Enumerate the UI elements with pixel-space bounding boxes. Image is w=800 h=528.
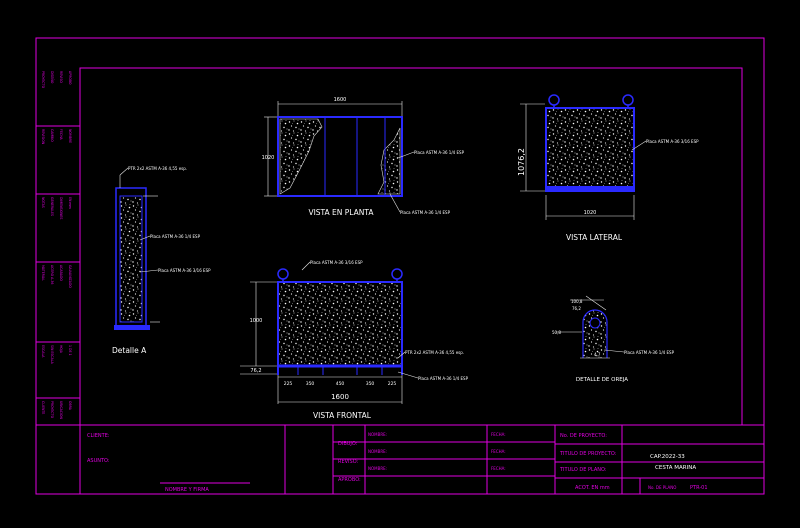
revision-strip: PROYECTO DISEÑO REVISO APROBO REVISION CAMBIO… (36, 68, 81, 494)
nombre-col-label: NOMBRE: (368, 432, 387, 437)
lateral-dim-width: 1020 (584, 210, 597, 216)
view-oreja: 100,8 76,2 50,8 4,7 Placa ASTM A-36 1/4 … (552, 295, 675, 383)
asunto-label: ASUNTO: (87, 458, 110, 464)
plan-note-bottom: Placa ASTM A-36 1/4 ESP (400, 210, 451, 215)
detalle-a-note-1: Placa ASTM A-36 1/4 ESP (150, 234, 201, 239)
revision-strip-text: PROYECTO (50, 401, 54, 419)
project-number: CAP.2022-33 (650, 454, 685, 460)
frontal-note-bottom: Placa ASTM A-36 1/4 ESP (418, 376, 469, 381)
frontal-seg-1: 225 (284, 381, 293, 387)
detalle-a-note-ptr: PTR 2x2 ASTM A-36 4,55 esp. (128, 166, 187, 171)
nombre-firma-label: NOMBRE Y FIRMA (165, 487, 209, 493)
frontal-seg-3: 450 (336, 381, 345, 387)
lateral-dim-height: 1076,2 (517, 148, 526, 176)
frontal-dim-height: 1000 (250, 318, 263, 324)
outer-frame (35, 37, 765, 495)
revision-strip-text: GENERALES (50, 197, 54, 216)
revision-strip-text: GALVANIZADO (68, 265, 72, 288)
frontal-title: VISTA FRONTAL (313, 411, 372, 420)
view-frontal: 1000 76,2 225 350 450 350 225 1600 Placa… (240, 260, 469, 420)
frontal-note-top: Placa ASTM A-36 3/16 ESP (310, 260, 363, 265)
frontal-seg-2: 350 (306, 381, 315, 387)
frontal-seg-5: 225 (388, 381, 397, 387)
revision-strip-text: EN mm (68, 197, 72, 209)
drawing-area-frame (79, 67, 743, 426)
title-block: CLIENTE: ASUNTO: NOMBRE Y FIRMA DIBUJO: … (36, 424, 764, 494)
revision-strip-text: 1 DE 1 (68, 345, 72, 356)
revision-strip-text: REVISION (41, 129, 45, 145)
aprobo-label: APROBO: (338, 477, 361, 483)
revision-strip-text: OBRA (68, 401, 72, 411)
view-detalle-a: PTR 2x2 ASTM A-36 4,55 esp. Placa ASTM A… (112, 166, 211, 355)
revision-strip-text: SIN ESCALA (50, 345, 54, 365)
oreja-dim-2: 76,2 (572, 306, 581, 311)
oreja-title: DETALLE DE OREJA (576, 377, 628, 383)
view-lateral: 1076,2 1020 Placa ASTM A-36 3/16 ESP VIS… (517, 94, 699, 242)
revision-strip-text: ACABADO (59, 265, 63, 281)
oreja-dim-1: 100,8 (571, 299, 583, 304)
revision-strip-text: MATERIAL (41, 265, 45, 281)
oreja-dim-4: 4,7 (594, 352, 601, 357)
plan-dim-width: 1600 (334, 97, 347, 103)
revision-strip-text: DISEÑO (50, 71, 55, 84)
revision-strip-text: NOMBRE (68, 129, 72, 143)
revision-strip-text: UBICACION (59, 401, 63, 419)
revision-strip-text: REVISO (59, 71, 63, 83)
revision-strip-text: ACERO A-36 (50, 265, 54, 284)
plan-fill-right (377, 127, 401, 195)
plan-dim-height: 1020 (262, 155, 275, 161)
fecha-col-label: FECHA: (491, 432, 506, 437)
oreja-dim-3: 50,8 (552, 330, 561, 335)
plan-note-right: Placa ASTM A-36 1/4 ESP (414, 150, 465, 155)
lateral-note: Placa ASTM A-36 3/16 ESP (646, 139, 699, 144)
plano-label: No. DE PLANO (648, 485, 676, 490)
revision-strip-text: CAMBIO (50, 129, 54, 142)
revision-strip-text: ESCALA (41, 345, 45, 358)
titulo-proyecto-label: TITULO DE PROYECTO: (559, 451, 617, 457)
fecha-col-label-3: FECHA: (491, 466, 506, 471)
cliente-label: CLIENTE: (87, 433, 110, 439)
view-plan: 1600 1020 Placa ASTM A-36 1/4 ESP Placa … (262, 97, 465, 217)
frontal-seg-4: 350 (366, 381, 375, 387)
revision-strip-text: NOTAS (41, 197, 45, 208)
plan-title: VISTA EN PLANTA (308, 208, 374, 217)
fecha-col-label-2: FECHA: (491, 449, 506, 454)
acot-label: ACOT. EN mm (575, 485, 610, 491)
detalle-a-title: Detalle A (112, 346, 147, 355)
project-title: CESTA MARINA (655, 465, 696, 471)
dibujo-label: DIBUJO: (338, 441, 358, 447)
revision-strip-text: APROBO (68, 71, 72, 85)
nombre-col-label-3: NOMBRE: (368, 466, 387, 471)
detalle-a-note-2: Placa ASTM A-36 3/16 ESP (158, 268, 211, 273)
titulo-plano-label: TITULO DE PLANO: (559, 467, 607, 473)
no-proyecto-label: No. DE PROYECTO: (560, 433, 607, 439)
revision-strip-text: HOJA (59, 345, 63, 354)
revision-strip-text: DIMENSIONES (59, 197, 63, 219)
lateral-title: VISTA LATERAL (566, 233, 623, 242)
revision-strip-text: FECHA (59, 129, 63, 140)
frontal-note-ptr: PTR 2x2 ASTM A-36 4,55 esp. (405, 350, 464, 355)
frontal-dim-base: 76,2 (250, 368, 261, 374)
oreja-note: Placa ASTM A-36 1/4 ESP (624, 350, 675, 355)
revision-strip-text: CLIENTE (41, 401, 45, 414)
frontal-dim-total: 1600 (331, 393, 349, 401)
nombre-col-label-2: NOMBRE: (368, 449, 387, 454)
plan-fill-left (279, 118, 323, 195)
revision-strip-text: PROYECTO (41, 71, 45, 89)
reviso-label: REVISO: (338, 459, 359, 465)
plano-value: PTR-01 (690, 485, 708, 491)
